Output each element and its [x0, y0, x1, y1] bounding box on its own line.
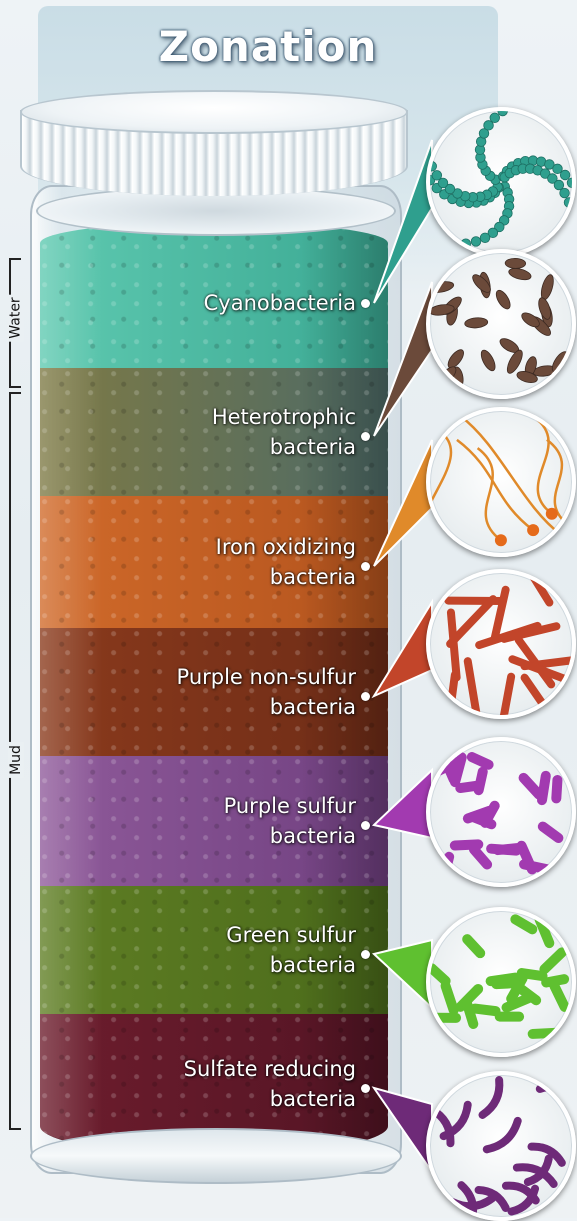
organism-illustration [430, 253, 572, 395]
layer-cyanobacteria: Cyanobacteria [40, 222, 388, 369]
jar-base [30, 1128, 402, 1184]
layer-dot [361, 821, 370, 830]
layer-label-line: bacteria [212, 432, 356, 462]
organism-circle-iron-oxidizing [426, 407, 576, 557]
cap-top [20, 90, 408, 134]
layer-label-line: bacteria [184, 1084, 356, 1114]
layer-heterotrophic: Heterotrophicbacteria [40, 368, 388, 497]
layer-label-heterotrophic: Heterotrophicbacteria [212, 402, 356, 462]
water-bracket-label: Water [8, 294, 24, 341]
layer-dot [361, 299, 370, 308]
organism-circle-sulfate-reducing [426, 1071, 576, 1221]
layer-label-line: bacteria [226, 950, 356, 980]
layer-dot [361, 1084, 370, 1093]
layer-dot [361, 432, 370, 441]
layer-purple-sulfur: Purple sulfurbacteria [40, 756, 388, 887]
layer-green-sulfur: Green sulfurbacteria [40, 886, 388, 1015]
layer-label-line: Green sulfur [226, 920, 356, 950]
layer-label-line: bacteria [224, 821, 356, 851]
layer-label-line: bacteria [216, 562, 356, 592]
layer-label-line: Heterotrophic [212, 402, 356, 432]
layer-label-iron-oxidizing: Iron oxidizingbacteria [216, 532, 356, 592]
layer-purple-non-sulfur: Purple non-sulfurbacteria [40, 628, 388, 757]
organism-circle-purple-non-sulfur [426, 569, 576, 719]
organism-illustration [430, 573, 572, 715]
layer-iron-oxidizing: Iron oxidizingbacteria [40, 496, 388, 629]
layer-label-purple-sulfur: Purple sulfurbacteria [224, 791, 356, 851]
organism-circle-purple-sulfur [426, 737, 576, 887]
organism-circle-cyanobacteria [426, 107, 576, 257]
layer-label-line: Sulfate reducing [184, 1054, 356, 1084]
layer-label-sulfate-reducing: Sulfate reducingbacteria [184, 1054, 356, 1114]
layer-label-line: Cyanobacteria [204, 288, 356, 318]
layer-label-line: Iron oxidizing [216, 532, 356, 562]
organism-circle-green-sulfur [426, 907, 576, 1057]
organism-illustration [430, 911, 572, 1053]
layer-dot [361, 562, 370, 571]
layer-label-purple-non-sulfur: Purple non-sulfurbacteria [177, 662, 356, 722]
layer-label-line: Purple non-sulfur [177, 662, 356, 692]
layer-dot [361, 950, 370, 959]
organism-illustration [430, 411, 572, 553]
layer-label-line: Purple sulfur [224, 791, 356, 821]
jar-cap [20, 90, 408, 210]
organism-illustration [430, 111, 572, 253]
layer-label-green-sulfur: Green sulfurbacteria [226, 920, 356, 980]
organism-illustration [430, 1075, 572, 1217]
layer-dot [361, 692, 370, 701]
layer-label-line: bacteria [177, 692, 356, 722]
organism-illustration [430, 741, 572, 883]
mud-bracket-label: Mud [8, 742, 24, 778]
layer-label-cyanobacteria: Cyanobacteria [204, 288, 356, 318]
diagram-title: Zonation [38, 22, 498, 71]
organism-circle-heterotrophic [426, 249, 576, 399]
